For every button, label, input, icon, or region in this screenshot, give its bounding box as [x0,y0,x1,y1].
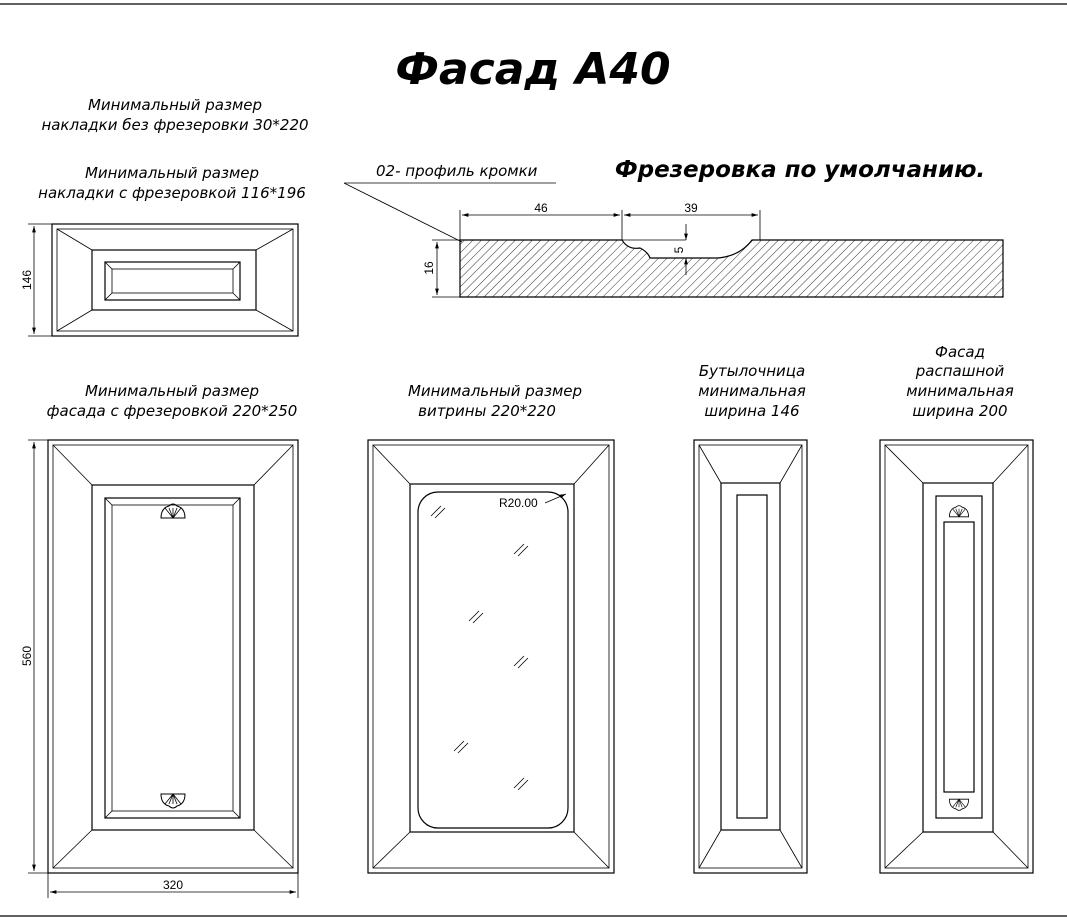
label-swing-1: Фасад [935,343,985,361]
label-edge-profile: 02- профиль кромки [376,162,538,180]
label-default-milling: Фрезеровка по умолчанию. [615,157,985,183]
swing-inner-slot [943,521,975,793]
dim-16: 16 [422,261,436,275]
showcase-panel [367,439,615,874]
overlay-panel [51,223,299,337]
dim-146: 146 [20,270,34,290]
glint-mark [513,655,525,667]
glint-mark [513,543,525,555]
ornament-icon [160,793,186,809]
glass-reflection-icons [430,505,529,791]
label-overlay-no-mill-1: Минимальный размер [88,96,262,114]
page-title: Фасад А40 [395,44,670,95]
label-overlay-mill-1: Минимальный размер [85,164,259,182]
facade-panel [47,439,299,874]
dim-39: 39 [684,201,698,215]
glint-mark [430,505,442,517]
label-facade-2: фасада с фрезеровкой 220*250 [47,402,298,420]
leader-line [343,182,463,243]
label-overlay-no-mill-2: накладки без фрезеровки 30*220 [41,116,308,134]
dim-46: 46 [534,201,548,215]
glint-mark [468,610,480,622]
glass-pane [417,491,569,829]
label-bottle-1: Бутылочница [699,362,805,380]
label-showcase-1: Минимальный размер [408,382,582,400]
label-overlay-mill-2: накладки с фрезеровкой 116*196 [38,184,306,202]
ornament-icon [160,503,186,519]
swing-inner-frame [935,495,983,819]
ornament-icon [948,505,970,518]
label-bottle-3: ширина 146 [704,402,799,420]
glint-mark [453,740,465,752]
label-swing-2: распашной [915,362,1005,380]
profile-section [459,239,1004,298]
label-swing-3: минимальная [906,382,1014,400]
ornament-icon [948,798,970,811]
dim-320: 320 [163,878,183,892]
bottle-panel [693,439,808,874]
label-swing-4: ширина 200 [912,402,1007,420]
label-bottle-2: минимальная [698,382,806,400]
swing-panel [879,439,1034,874]
dim-radius: R20.00 [499,496,538,510]
bottle-slot [736,494,768,819]
label-showcase-2: витрины 220*220 [418,402,556,420]
dim-560: 560 [20,646,34,666]
glint-mark [513,777,525,789]
label-facade-1: Минимальный размер [85,382,259,400]
dim-5: 5 [672,246,686,253]
